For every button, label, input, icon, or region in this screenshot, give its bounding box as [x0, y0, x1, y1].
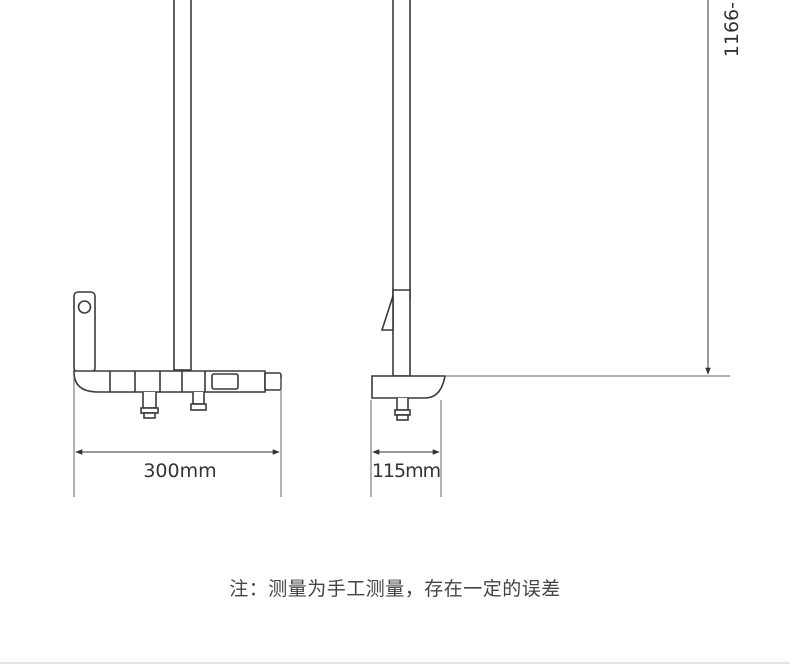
- front-outlet-left: [140, 392, 159, 419]
- front-outlet-right: [190, 392, 207, 411]
- side-depth-dimension: [370, 400, 442, 497]
- dim-label-115mm: 115mm: [372, 460, 440, 482]
- dim-label-height: 1166-: [721, 2, 743, 57]
- height-dimension: [445, 0, 730, 377]
- front-display-panel: [211, 373, 239, 390]
- front-end-cap: [264, 372, 282, 391]
- side-handshower-wedge: [380, 295, 394, 331]
- side-outlet: [394, 398, 411, 421]
- side-mixer-body: [371, 375, 446, 399]
- front-handshower-holder: [73, 291, 96, 373]
- side-view: [371, 0, 446, 421]
- side-bracket: [392, 289, 411, 377]
- front-view: [73, 0, 282, 419]
- footer-divider: [0, 662, 790, 664]
- measurement-note: 注：测量为手工测量，存在一定的误差: [229, 578, 561, 600]
- front-riser-pipe: [173, 0, 192, 371]
- side-riser-pipe: [392, 0, 411, 299]
- dim-label-300mm: 300mm: [143, 460, 216, 482]
- front-width-dimension: [73, 378, 282, 497]
